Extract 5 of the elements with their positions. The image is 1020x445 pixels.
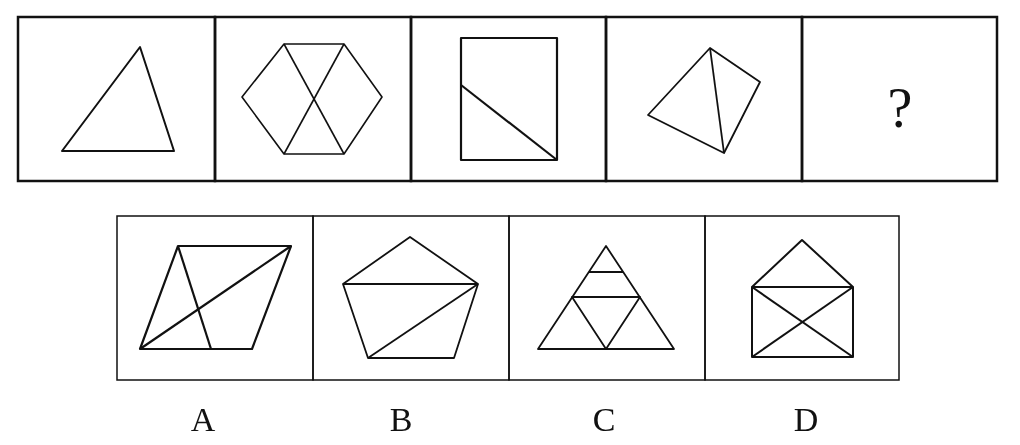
option-letter: A <box>190 403 216 437</box>
option-letter: D <box>793 403 819 437</box>
question-mark: ? <box>887 80 913 136</box>
option-letter: B <box>389 403 413 437</box>
option-letter: C <box>592 403 616 437</box>
